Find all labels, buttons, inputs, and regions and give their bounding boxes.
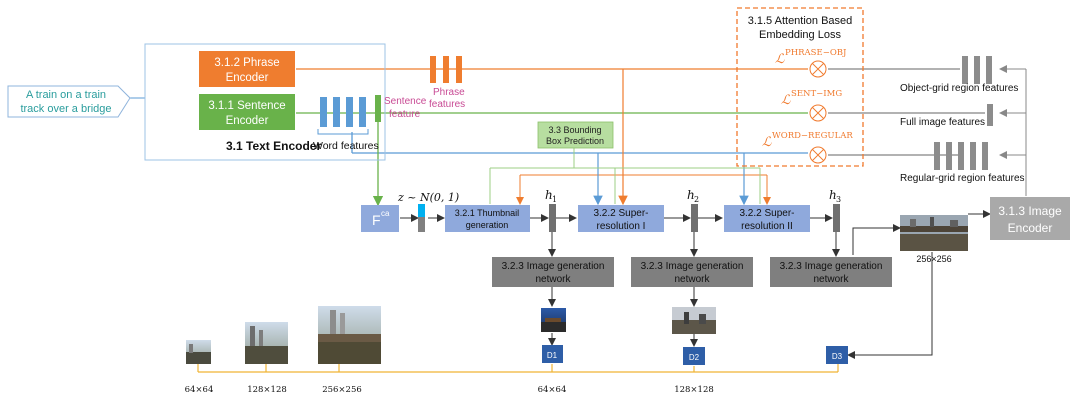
generator-3-line1: 3.2.2 Super-	[739, 208, 794, 219]
igen-3-line1: 3.2.3 Image generation	[780, 261, 883, 272]
discriminator-d3: D3	[826, 346, 848, 364]
d2-label: D2	[689, 353, 700, 362]
output-size-label: 256×256	[916, 254, 951, 264]
generator-super-resolution-2: 3.2.2 Super- resolution II	[724, 205, 810, 232]
h1-bar	[549, 204, 556, 232]
text-encoder-frame	[144, 43, 386, 161]
generated-image-256	[900, 215, 968, 251]
attention-title-line1: 3.1.5 Attention Based	[748, 15, 853, 27]
bbox-line2: Box Prediction	[546, 136, 604, 146]
image-generation-network-3: 3.2.3 Image generation network	[770, 257, 892, 287]
sentence-feature-label-line2: feature	[389, 109, 421, 120]
phrase-features-label-line2: features	[429, 99, 465, 110]
discriminator-d1: D1	[542, 345, 563, 363]
regular-grid-label: Regular-grid region features	[900, 173, 1025, 184]
igen-1-line1: 3.2.3 Image generation	[502, 261, 605, 272]
discriminator-d2: D2	[683, 347, 705, 365]
loss-name-phrase-obj: PHRASE−OBJ	[785, 48, 847, 58]
generator-3-line2: resolution II	[741, 221, 793, 232]
phrase-encoder: 3.1.2 Phrase Encoder	[199, 51, 295, 87]
sentence-encoder: 3.1.1 Sentence Encoder	[199, 94, 295, 130]
generator-thumbnail: 3.2.1 Thumbnail generation	[445, 205, 530, 232]
d1-label: D1	[547, 351, 558, 360]
h3-sub: 3	[836, 195, 841, 204]
input-text-callout: A train on a train track over a bridge	[7, 85, 131, 118]
phrase-encoder-line1: 3.1.2 Phrase	[214, 57, 279, 69]
generated-image-128	[672, 307, 716, 334]
regular-grid-features-bars	[934, 142, 988, 170]
full-image-label: Full image features	[900, 117, 985, 128]
igen-3-line2: network	[813, 274, 849, 285]
word-features-label: Word features	[313, 140, 379, 152]
concat-bar	[418, 217, 425, 232]
h3-main: h	[829, 188, 837, 202]
bbox-prediction: 3.3 Bounding Box Prediction	[537, 121, 614, 149]
size-real-128: 128×128	[247, 385, 287, 395]
image-generation-network-1: 3.2.3 Image generation network	[492, 257, 614, 287]
generator-1-line1: 3.2.1 Thumbnail	[455, 208, 519, 218]
object-grid-features-bars	[962, 56, 992, 84]
input-text-line1: A train on a train	[26, 89, 106, 101]
h2-bar	[691, 204, 698, 232]
image-encoder-line2: Encoder	[1008, 221, 1053, 235]
h2-sub: 2	[694, 195, 699, 204]
word-features-bars	[317, 97, 369, 135]
noise-label: z ~ N(0, 1)	[397, 191, 459, 204]
sentence-encoder-line2: Encoder	[226, 115, 269, 127]
image-generation-network-2: 3.2.3 Image generation network	[631, 257, 753, 287]
fca-sup: ca	[381, 209, 390, 218]
text-encoder-title: 3.1 Text Encoder	[226, 139, 321, 153]
fca-main: F	[372, 212, 381, 228]
generated-image-64	[541, 308, 566, 332]
attention-loss-block: 3.1.5 Attention Based Embedding Loss ℒ P…	[736, 7, 864, 167]
generator-2-line2: resolution I	[597, 221, 646, 232]
size-gen-128: 128×128	[674, 385, 714, 395]
generator-2-line1: 3.2.2 Super-	[593, 208, 648, 219]
real-image-64	[186, 340, 211, 364]
fca-block: F ca	[361, 205, 399, 232]
object-grid-label: Object-grid region features	[900, 83, 1018, 94]
generator-super-resolution-1: 3.2.2 Super- resolution I	[578, 205, 664, 232]
h1-sub: 1	[552, 195, 557, 204]
size-gen-64: 64×64	[538, 385, 567, 395]
sentence-encoder-line1: 3.1.1 Sentence	[208, 100, 285, 112]
igen-2-line1: 3.2.3 Image generation	[641, 261, 744, 272]
image-encoder-line1: 3.1.3 Image	[998, 204, 1062, 218]
loss-symbol-1: ℒ	[775, 52, 785, 67]
size-real-64: 64×64	[185, 385, 214, 395]
loss-symbol-3: ℒ	[762, 135, 772, 150]
sentence-feature-label-line1: Sentence	[384, 96, 427, 107]
d3-label: D3	[832, 352, 843, 361]
image-encoder: 3.1.3 Image Encoder	[990, 197, 1070, 240]
full-image-feature-bar	[987, 104, 993, 126]
phrase-encoder-line2: Encoder	[226, 72, 269, 84]
h1-main: h	[545, 188, 553, 202]
input-text-line2: track over a bridge	[20, 103, 111, 115]
loss-name-word-regular: WORD−REGULAR	[772, 131, 853, 141]
generator-1-line2: generation	[466, 220, 509, 230]
noise-bar	[418, 204, 425, 217]
igen-2-line2: network	[674, 274, 710, 285]
bbox-line1: 3.3 Bounding	[548, 125, 601, 135]
igen-1-line2: network	[535, 274, 571, 285]
h3-bar	[833, 204, 840, 232]
phrase-features-label-line1: Phrase	[433, 87, 465, 98]
size-real-256: 256×256	[322, 385, 362, 395]
attention-title-line2: Embedding Loss	[759, 29, 841, 41]
sentence-feature-bar	[375, 95, 381, 122]
phrase-features-bars	[430, 56, 462, 83]
real-image-128	[245, 322, 288, 364]
real-image-256	[318, 306, 381, 364]
loss-symbol-2: ℒ	[781, 93, 791, 108]
h2-main: h	[687, 188, 695, 202]
loss-name-sent-img: SENT−IMG	[791, 89, 842, 99]
